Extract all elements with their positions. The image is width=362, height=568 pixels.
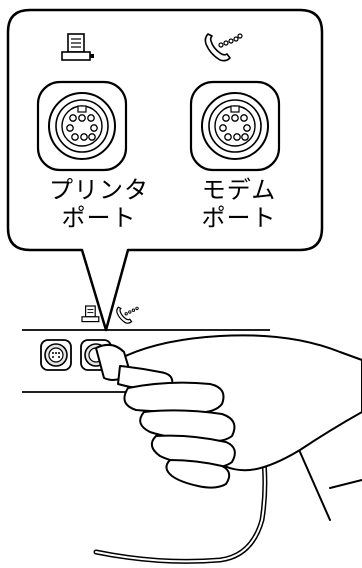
printer-icon-small — [81, 305, 100, 323]
printer-port-small — [40, 339, 72, 371]
phone-modem-icon — [204, 33, 243, 62]
printer-port-label: プリンタ ポート — [44, 176, 154, 232]
hand-with-cable — [93, 334, 362, 564]
printer-port-label-line1: プリンタ — [49, 176, 149, 204]
hand-back — [109, 334, 362, 472]
modem-port-label-line2: ポート — [201, 204, 277, 232]
phone-modem-icon-small — [116, 306, 139, 324]
printer-port-label-line2: ポート — [61, 204, 137, 232]
modem-port-label: モデム ポート — [184, 176, 294, 232]
printer-icon — [61, 33, 94, 61]
printer-port-large — [36, 80, 128, 172]
index-finger — [123, 381, 225, 414]
pinky-finger — [165, 459, 231, 489]
modem-port-large — [189, 80, 281, 172]
modem-port-label-line1: モデム — [201, 176, 277, 204]
